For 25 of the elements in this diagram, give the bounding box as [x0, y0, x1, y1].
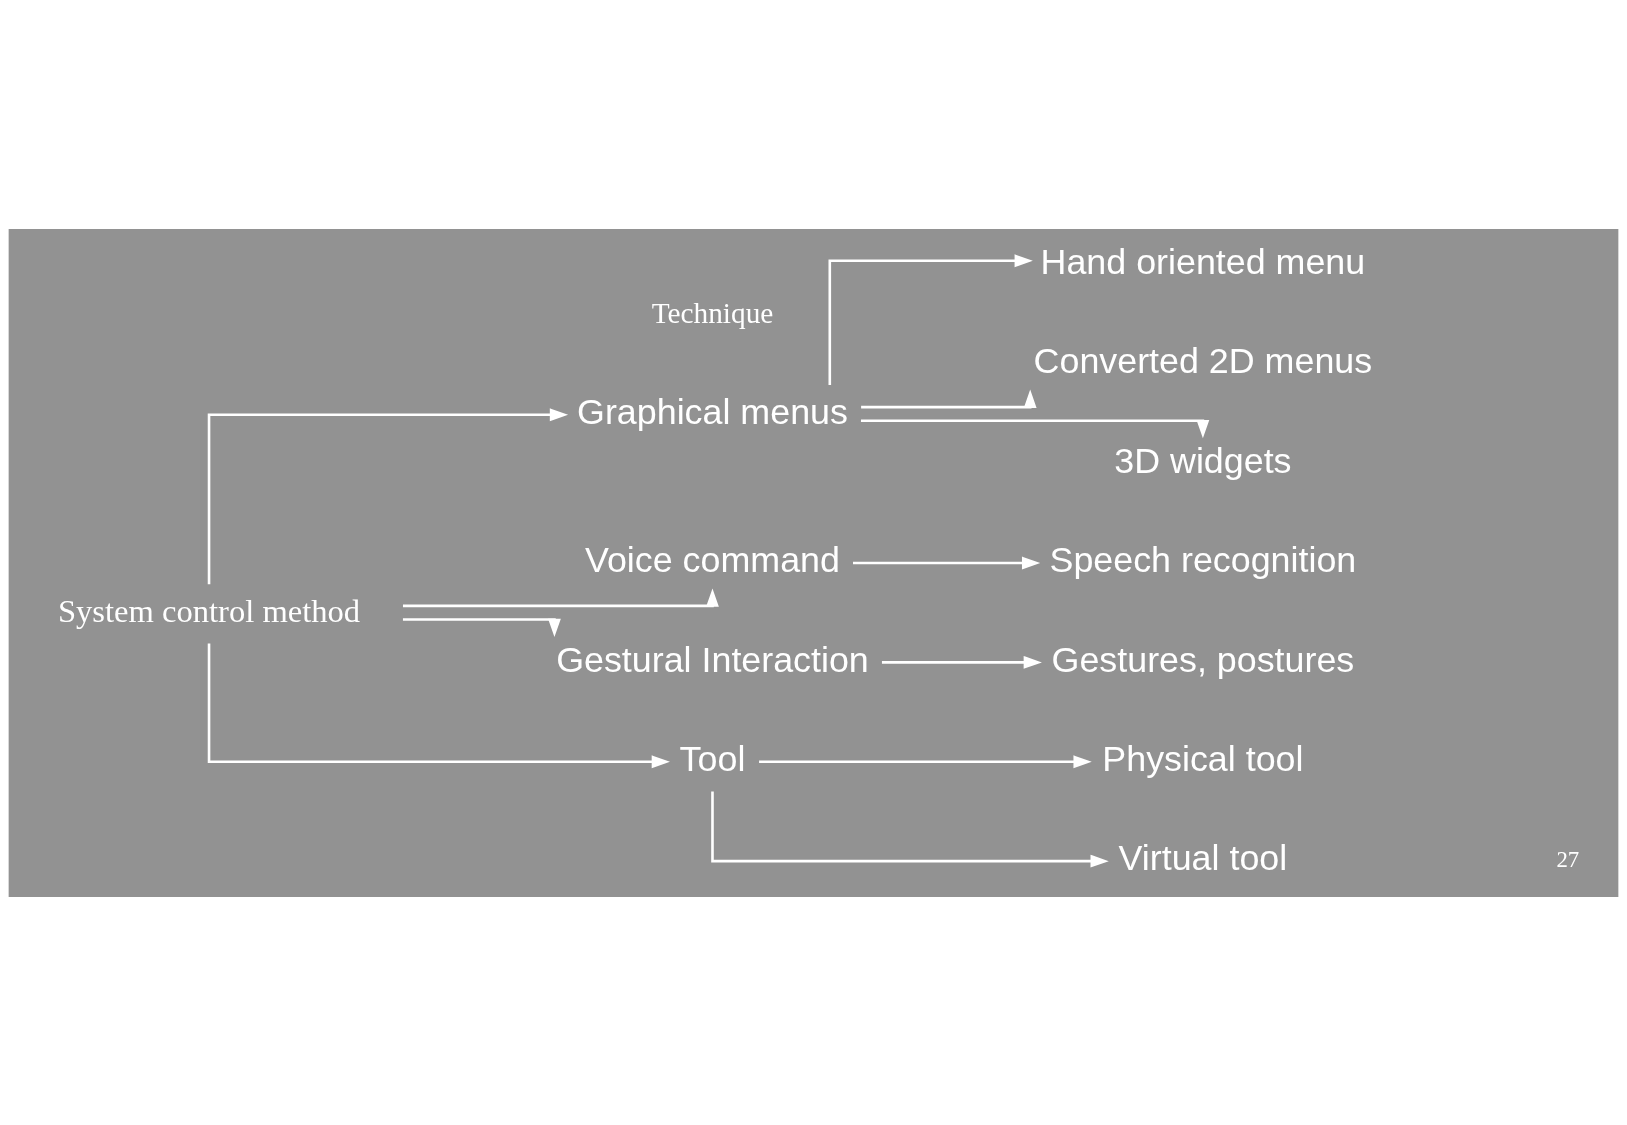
- node-text: Tool: [679, 738, 746, 779]
- label: Technique: [651, 296, 774, 329]
- node-text: Gestural Interaction: [556, 639, 869, 680]
- node-text: Voice command: [585, 539, 840, 580]
- arrow: [828, 253, 1033, 385]
- arrow: [759, 754, 1092, 768]
- node-text: Gestures, postures: [1051, 639, 1355, 680]
- node-text: Speech recognition: [1049, 539, 1357, 580]
- arrow: [711, 791, 1109, 868]
- arrow: [207, 407, 569, 584]
- arrow: [853, 556, 1041, 569]
- arrow: [402, 587, 719, 607]
- arrow: [860, 418, 1210, 438]
- arrow: [881, 655, 1042, 669]
- node-text: Graphical menus: [577, 391, 848, 432]
- node-text: Converted 2D menus: [1033, 340, 1373, 381]
- node-text: System control method: [57, 592, 361, 629]
- node-text: Physical tool: [1102, 738, 1304, 779]
- arrow: [402, 617, 561, 637]
- arrow: [861, 389, 1037, 408]
- node-text: Virtual tool: [1118, 837, 1288, 878]
- node-text: Hand oriented menu: [1040, 241, 1366, 282]
- node-text: 3D widgets: [1114, 440, 1292, 481]
- arrow: [207, 643, 670, 768]
- label: 27: [1556, 846, 1580, 872]
